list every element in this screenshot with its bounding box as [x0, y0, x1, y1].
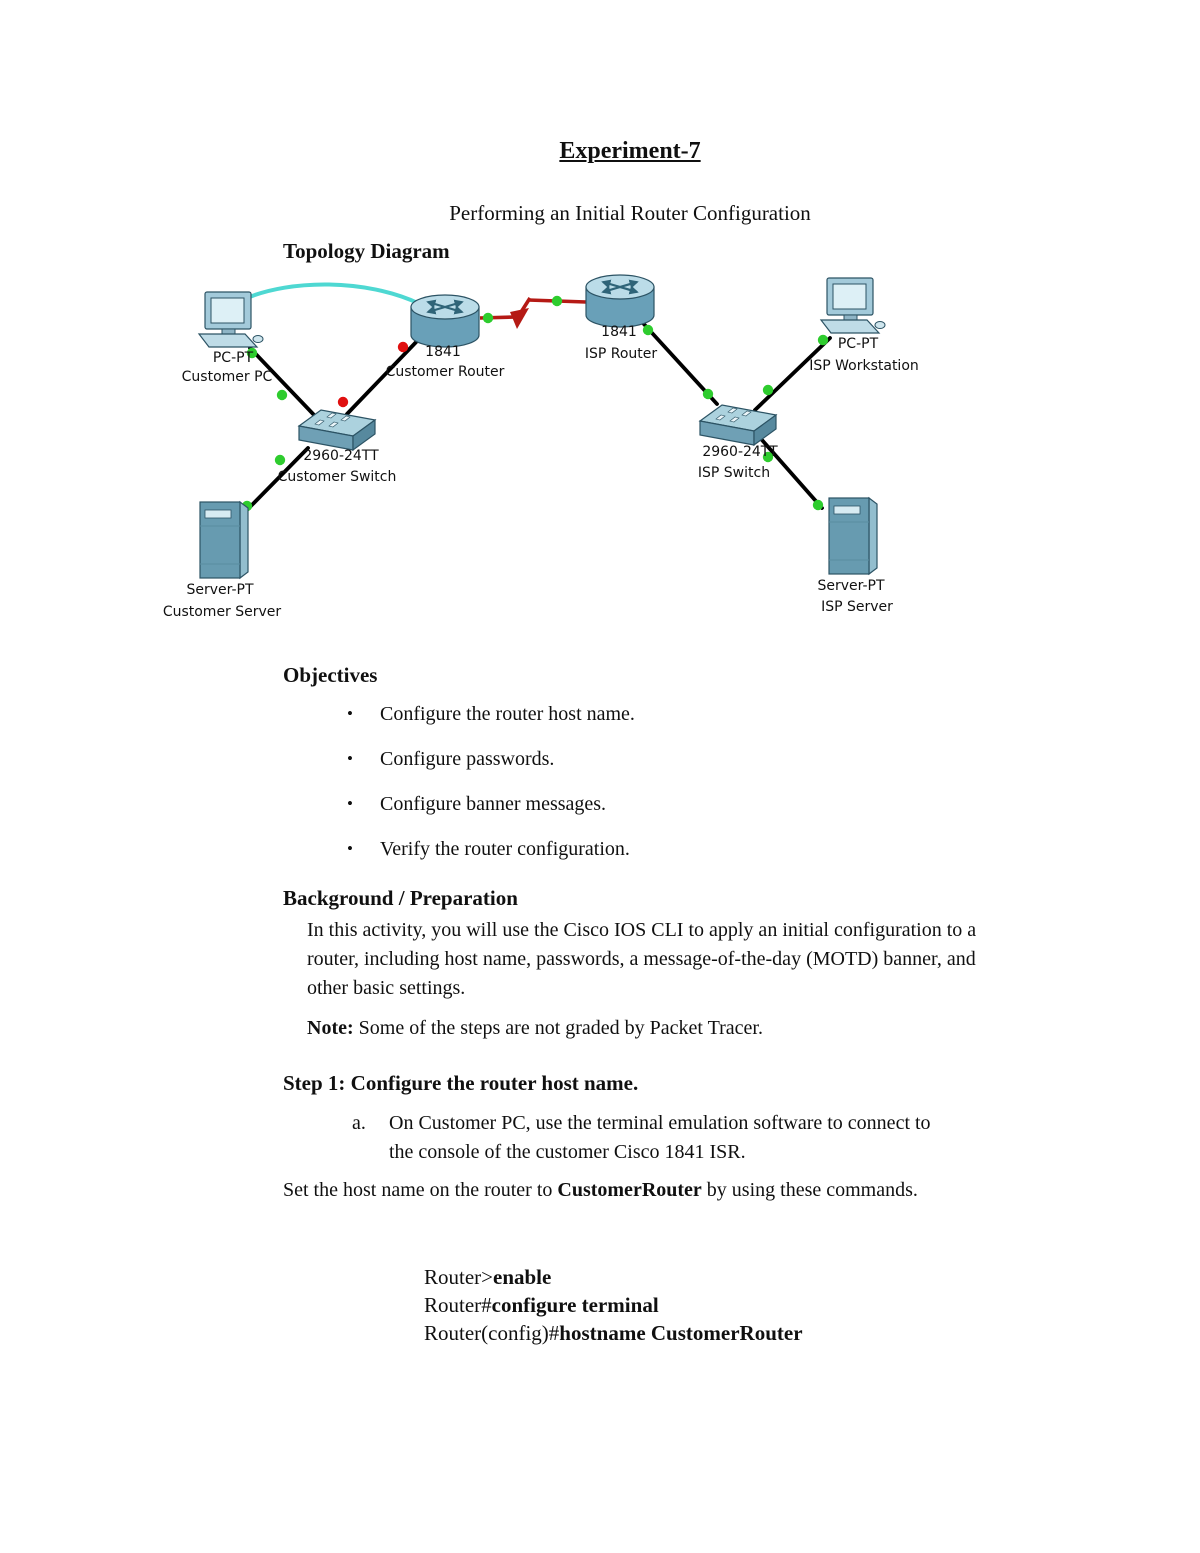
command-prompt: Router(config)#: [424, 1321, 560, 1345]
objective-text: Configure banner messages.: [380, 793, 607, 815]
set-hostname-bold: CustomerRouter: [557, 1179, 702, 1201]
link-status-dots: [241, 295, 829, 512]
customer-router-icon: [411, 295, 479, 347]
command-prompt: Router>: [424, 1265, 493, 1289]
step1-heading: Step 1: Configure the router host name.: [283, 1071, 639, 1095]
doc-title: Experiment-7: [559, 138, 701, 164]
cli-commands: Router>enable Router#configure terminal …: [424, 1263, 803, 1347]
link-up-dot: [817, 334, 829, 346]
customer-switch-to-server-cable: [243, 446, 310, 514]
link-up-dot: [276, 389, 288, 401]
link-up-dot: [812, 499, 824, 511]
customer-router-name-label: Customer Router: [386, 364, 505, 380]
isp-workstation-icon: [820, 277, 886, 334]
item-a-text: On Customer PC, use the terminal emulati…: [389, 1112, 931, 1163]
background-paragraph: In this activity, you will use the Cisco…: [307, 919, 977, 999]
link-down-dot: [337, 396, 349, 408]
doc-subtitle: Performing an Initial Router Configurati…: [449, 201, 811, 225]
link-up-dot: [246, 347, 258, 359]
objective-item: • Configure passwords.: [347, 748, 554, 771]
isp-server-name-label: ISP Server: [821, 599, 893, 615]
link-up-dot: [274, 454, 286, 466]
customer-pc-to-switch-cable: [248, 346, 317, 418]
step1-item-a: a. On Customer PC, use the terminal emul…: [352, 1109, 934, 1167]
objective-item: • Configure the router host name.: [347, 703, 635, 726]
customer-router-to-switch-cable: [345, 336, 422, 416]
bullet-icon: •: [347, 794, 353, 813]
note-text: Some of the steps are not graded by Pack…: [353, 1017, 763, 1039]
objective-text: Configure the router host name.: [380, 703, 635, 725]
set-hostname-prefix: Set the host name on the router to: [283, 1179, 558, 1201]
customer-server-model-label: Server-PT: [186, 582, 254, 598]
customer-server-name-label: Customer Server: [163, 604, 282, 620]
command-line: Router#configure terminal: [424, 1291, 803, 1319]
customer-switch-model-label: 2960-24TT: [303, 448, 379, 464]
topology-heading: Topology Diagram: [283, 239, 450, 263]
serial-wan-link: [479, 297, 587, 329]
set-hostname-suffix: by using these commands.: [701, 1179, 918, 1201]
isp-switch-to-server-cable: [760, 438, 824, 510]
isp-router-model-label: 1841: [601, 324, 637, 340]
link-up-dot: [702, 388, 714, 400]
isp-server-icon: [828, 497, 878, 575]
isp-switch-name-label: ISP Switch: [698, 465, 770, 481]
customer-pc-model-label: PC-PT: [213, 350, 254, 366]
isp-router-icon: [586, 275, 654, 327]
bullet-icon: •: [347, 839, 353, 858]
command-line: Router>enable: [424, 1263, 803, 1291]
command-line: Router(config)#hostname CustomerRouter: [424, 1319, 803, 1347]
customer-switch-icon: [298, 409, 376, 451]
link-up-dot: [762, 451, 774, 463]
isp-switch-to-workstation-cable: [753, 336, 832, 412]
objective-text: Verify the router configuration.: [380, 838, 630, 860]
bullet-icon: •: [347, 749, 353, 768]
isp-workstation-name-label: ISP Workstation: [809, 358, 919, 374]
isp-switch-model-label: 2960-24TT: [702, 444, 778, 460]
customer-pc-name-label: Customer PC: [182, 369, 273, 385]
console-cable: [246, 282, 421, 306]
link-down-dot: [397, 341, 409, 353]
link-up-dot: [642, 324, 654, 336]
isp-workstation-model-label: PC-PT: [838, 336, 879, 352]
item-a-label: a.: [352, 1112, 366, 1134]
link-up-dot: [551, 295, 563, 307]
customer-switch-name-label: Customer Switch: [278, 469, 397, 485]
customer-router-model-label: 1841: [425, 344, 461, 360]
customer-pc-icon: [198, 291, 264, 348]
objective-text: Configure passwords.: [380, 748, 555, 770]
set-hostname-paragraph: Set the host name on the router to Custo…: [283, 1176, 933, 1205]
isp-switch-icon: [699, 404, 777, 446]
link-up-dot: [762, 384, 774, 396]
background-note: Note: Some of the steps are not graded b…: [307, 1014, 763, 1043]
topology-canvas: PC-PT Customer PC 1841 Customer Router 1…: [163, 268, 919, 620]
command-text: hostname CustomerRouter: [559, 1321, 803, 1345]
command-text: enable: [493, 1265, 552, 1289]
isp-server-model-label: Server-PT: [817, 578, 885, 594]
customer-server-icon: [199, 501, 249, 579]
note-label: Note:: [307, 1017, 354, 1039]
serial-bolt-flare: [510, 308, 529, 329]
objectives-heading: Objectives: [283, 663, 378, 687]
background-heading: Background / Preparation: [283, 886, 518, 910]
isp-router-name-label: ISP Router: [585, 346, 658, 362]
objective-item: • Configure banner messages.: [347, 793, 606, 816]
bullet-icon: •: [347, 704, 353, 723]
link-up-dot: [482, 312, 494, 324]
command-prompt: Router#: [424, 1293, 492, 1317]
command-text: configure terminal: [491, 1293, 659, 1317]
objective-item: • Verify the router configuration.: [347, 838, 630, 861]
